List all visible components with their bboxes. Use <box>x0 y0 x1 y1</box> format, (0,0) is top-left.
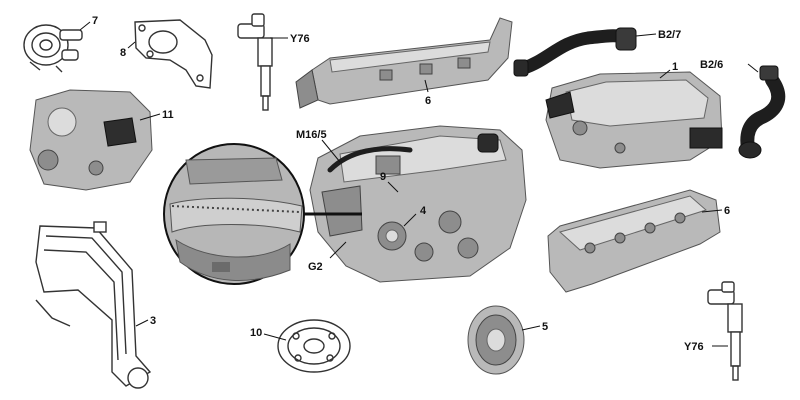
leader-belt <box>135 319 149 327</box>
leader-bracket <box>127 41 136 49</box>
leader-engine-point-9 <box>387 181 399 193</box>
label-pulley-right: 5 <box>542 321 548 333</box>
air-duct-upper-part <box>513 27 637 77</box>
high-pressure-pump-part <box>29 89 153 191</box>
magnified-detail-circle <box>163 143 305 285</box>
label-air-duct-lower: B2/6 <box>700 59 723 71</box>
leader-pulley-right <box>521 325 541 331</box>
label-intake-manifold: 6 <box>425 95 431 107</box>
cylinder-head-cover-part <box>547 189 721 293</box>
label-high-pressure-pump: 11 <box>162 109 174 121</box>
engine-assembly <box>309 125 527 283</box>
label-bracket: 8 <box>120 47 126 59</box>
leader-air-duct-lower <box>747 63 759 73</box>
leader-air-duct-upper <box>635 33 657 37</box>
label-engine-point-4: 4 <box>420 205 427 217</box>
label-injector-bottom: Y76 <box>684 341 704 353</box>
leader-vacuum-pump <box>79 21 91 31</box>
label-engine-cover: 1 <box>672 61 678 73</box>
air-duct-lower-part <box>738 65 786 159</box>
pulley-right-part <box>467 305 525 375</box>
leader-cylinder-head-cover <box>701 209 723 213</box>
label-engine-g2: G2 <box>308 261 323 273</box>
label-engine-point-9: 9 <box>380 171 386 183</box>
leader-engine-point-4 <box>403 213 417 227</box>
leader-intake-manifold <box>424 79 429 93</box>
pulley-left-part <box>277 319 351 373</box>
belt-line-art-part <box>35 221 152 389</box>
leader-engine-g2 <box>329 241 347 259</box>
label-belt: 3 <box>150 315 156 327</box>
leader-engine-cover <box>659 69 671 79</box>
leader-engine-wiring <box>321 139 341 163</box>
leader-pulley-left <box>263 333 287 341</box>
fuel-injector-top-part <box>237 13 273 111</box>
label-pulley-left: 10 <box>250 327 262 339</box>
engine-cover-part <box>545 71 723 169</box>
fuel-injector-bottom-part <box>707 281 743 381</box>
leader-high-pressure-pump <box>139 113 161 121</box>
label-vacuum-pump: 7 <box>92 15 98 27</box>
mounting-bracket-part <box>134 19 213 89</box>
intake-manifold-part <box>295 17 513 109</box>
label-air-duct-upper: B2/7 <box>658 29 681 41</box>
label-injector-top: Y76 <box>290 33 310 45</box>
label-cylinder-head-cover: 6 <box>724 205 730 217</box>
vacuum-pump-part <box>23 24 83 73</box>
label-engine-wiring: M16/5 <box>296 129 327 141</box>
